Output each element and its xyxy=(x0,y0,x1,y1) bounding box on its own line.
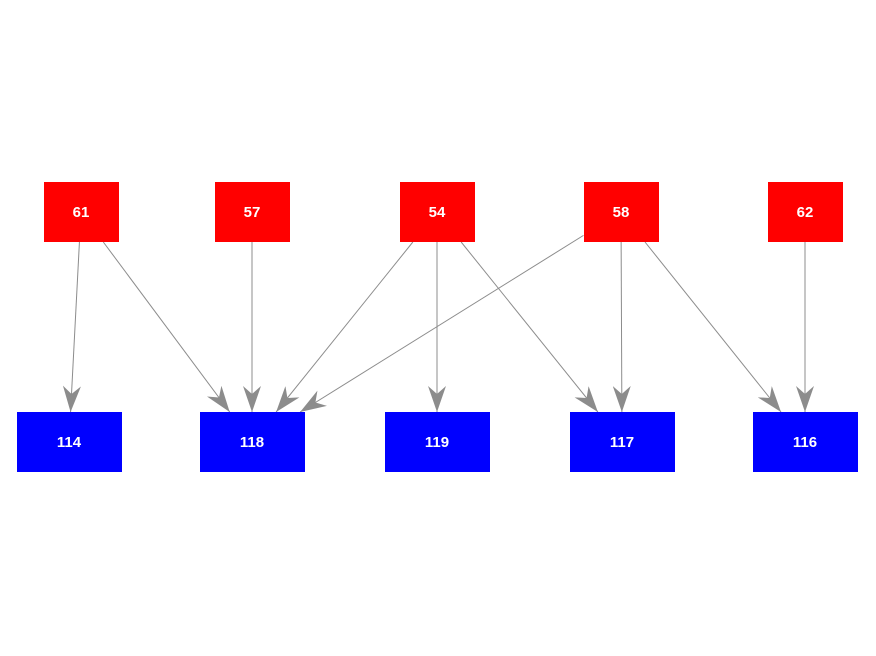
node-label: 114 xyxy=(56,433,82,451)
node-label: 61 xyxy=(72,203,90,221)
target-node-117: 117 xyxy=(569,412,675,472)
node-label: 58 xyxy=(612,203,630,221)
node-label: 116 xyxy=(792,433,818,451)
target-node-116: 116 xyxy=(752,412,858,472)
node-label: 62 xyxy=(796,203,814,221)
arrow-edge-58-117 xyxy=(612,241,631,413)
target-node-118: 118 xyxy=(199,412,305,472)
source-node-58: 58 xyxy=(583,182,659,242)
arrow-edge-61-118 xyxy=(102,241,231,413)
arrow-edge-58-118 xyxy=(299,234,584,413)
source-node-61: 61 xyxy=(43,182,119,242)
node-label: 54 xyxy=(428,203,446,221)
source-node-54: 54 xyxy=(399,182,475,242)
source-node-62: 62 xyxy=(767,182,843,242)
node-label: 117 xyxy=(609,433,635,451)
target-node-119: 119 xyxy=(384,412,490,472)
arrow-edge-54-118 xyxy=(275,241,414,413)
node-label: 118 xyxy=(239,433,265,451)
arrow-edge-54-117 xyxy=(460,241,599,413)
arrow-edge-61-114 xyxy=(62,241,81,413)
arrow-edge-58-116 xyxy=(644,241,782,413)
source-node-57: 57 xyxy=(214,182,290,242)
target-node-114: 114 xyxy=(16,412,122,472)
node-label: 57 xyxy=(243,203,261,221)
node-label: 119 xyxy=(424,433,450,451)
